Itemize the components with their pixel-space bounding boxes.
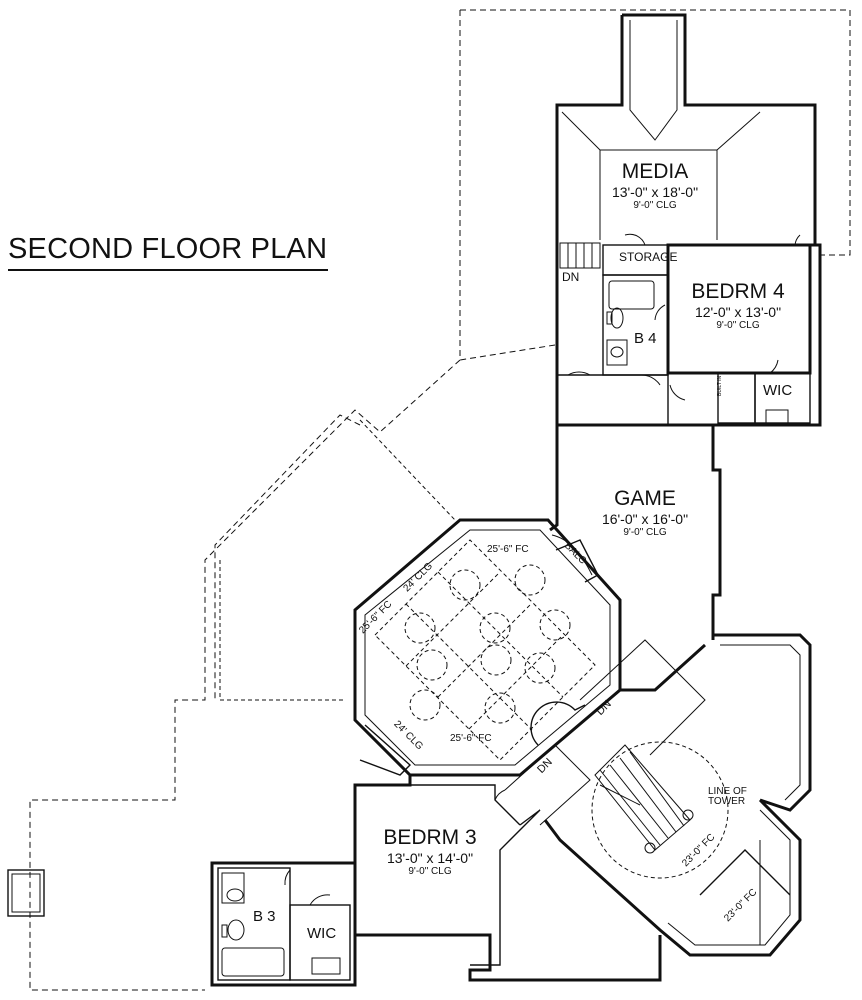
bedroom4-walls xyxy=(557,233,822,640)
fc-tower1-label: 23'-0" FC xyxy=(680,831,718,870)
bedroom4-clg: 9'-0" CLG xyxy=(716,320,760,331)
bedroom4-size: 12'-0" x 13'-0" xyxy=(694,304,782,320)
wic3-label: WIC xyxy=(307,925,337,942)
media-room-name: MEDIA xyxy=(621,160,689,183)
dn-label-upper: DN xyxy=(562,270,580,284)
bedroom3-name: BEDRM 3 xyxy=(383,826,477,849)
media-room-clg: 9'-0" CLG xyxy=(633,200,677,211)
wic4-label: WIC xyxy=(763,382,793,399)
plan-title-text: SECOND FLOOR PLAN xyxy=(8,233,328,265)
clg24-bottom-label: 24' CLG xyxy=(391,718,425,753)
upper-stair xyxy=(559,242,601,269)
bedroom3-walls xyxy=(353,775,662,982)
media-room-size: 13'-0" x 18'-0" xyxy=(611,184,699,200)
line-of-tower-text: LINE OF TOWER xyxy=(708,786,747,807)
bath3-label: B 3 xyxy=(253,908,276,925)
bath4-label: B 4 xyxy=(634,330,657,347)
balcony-label: BALC xyxy=(561,540,589,567)
roof-outline-dashed xyxy=(29,9,851,991)
plan-title: SECOND FLOOR PLAN xyxy=(8,233,328,271)
game-room: GAME 16'-0" x 16'-0" 9'-0" CLG xyxy=(580,487,710,538)
bedroom3-clg: 9'-0" CLG xyxy=(408,866,452,877)
dn-label-stair2: DN xyxy=(535,756,555,776)
storage-label: STORAGE xyxy=(619,250,678,264)
fc-left-label: 25'-6" FC xyxy=(357,598,395,637)
game-room-name: GAME xyxy=(614,487,676,510)
bedroom3-size: 13'-0" x 14'-0" xyxy=(386,850,474,866)
bedroom4: BEDRM 4 12'-0" x 13'-0" 9'-0" CLG xyxy=(672,280,804,331)
bath3-walls xyxy=(210,861,357,987)
line-of-tower-label: LINE OF TOWER xyxy=(708,787,758,807)
title-underline xyxy=(8,269,328,271)
game-room-size: 16'-0" x 16'-0" xyxy=(601,511,689,527)
fc-bottom-label: 25'-6" FC xyxy=(450,733,492,744)
clg24-top-label: 24' CLG xyxy=(401,560,435,595)
dn-label-stair1: DN xyxy=(594,698,614,718)
fc-top-label: 25'-6" FC xyxy=(487,544,529,555)
fc-tower2-label: 23'-0" FC xyxy=(722,886,760,925)
media-room: MEDIA 13'-0" x 18'-0" 9'-0" CLG xyxy=(600,160,710,211)
built-in-label: BUILT IN xyxy=(717,375,723,396)
game-room-clg: 9'-0" CLG xyxy=(623,527,667,538)
bedroom4-name: BEDRM 4 xyxy=(691,280,785,303)
bedroom3: BEDRM 3 13'-0" x 14'-0" 9'-0" CLG xyxy=(365,826,495,877)
column-square xyxy=(7,869,45,917)
tower-walls xyxy=(543,633,812,957)
octagon-room-walls xyxy=(353,518,622,777)
